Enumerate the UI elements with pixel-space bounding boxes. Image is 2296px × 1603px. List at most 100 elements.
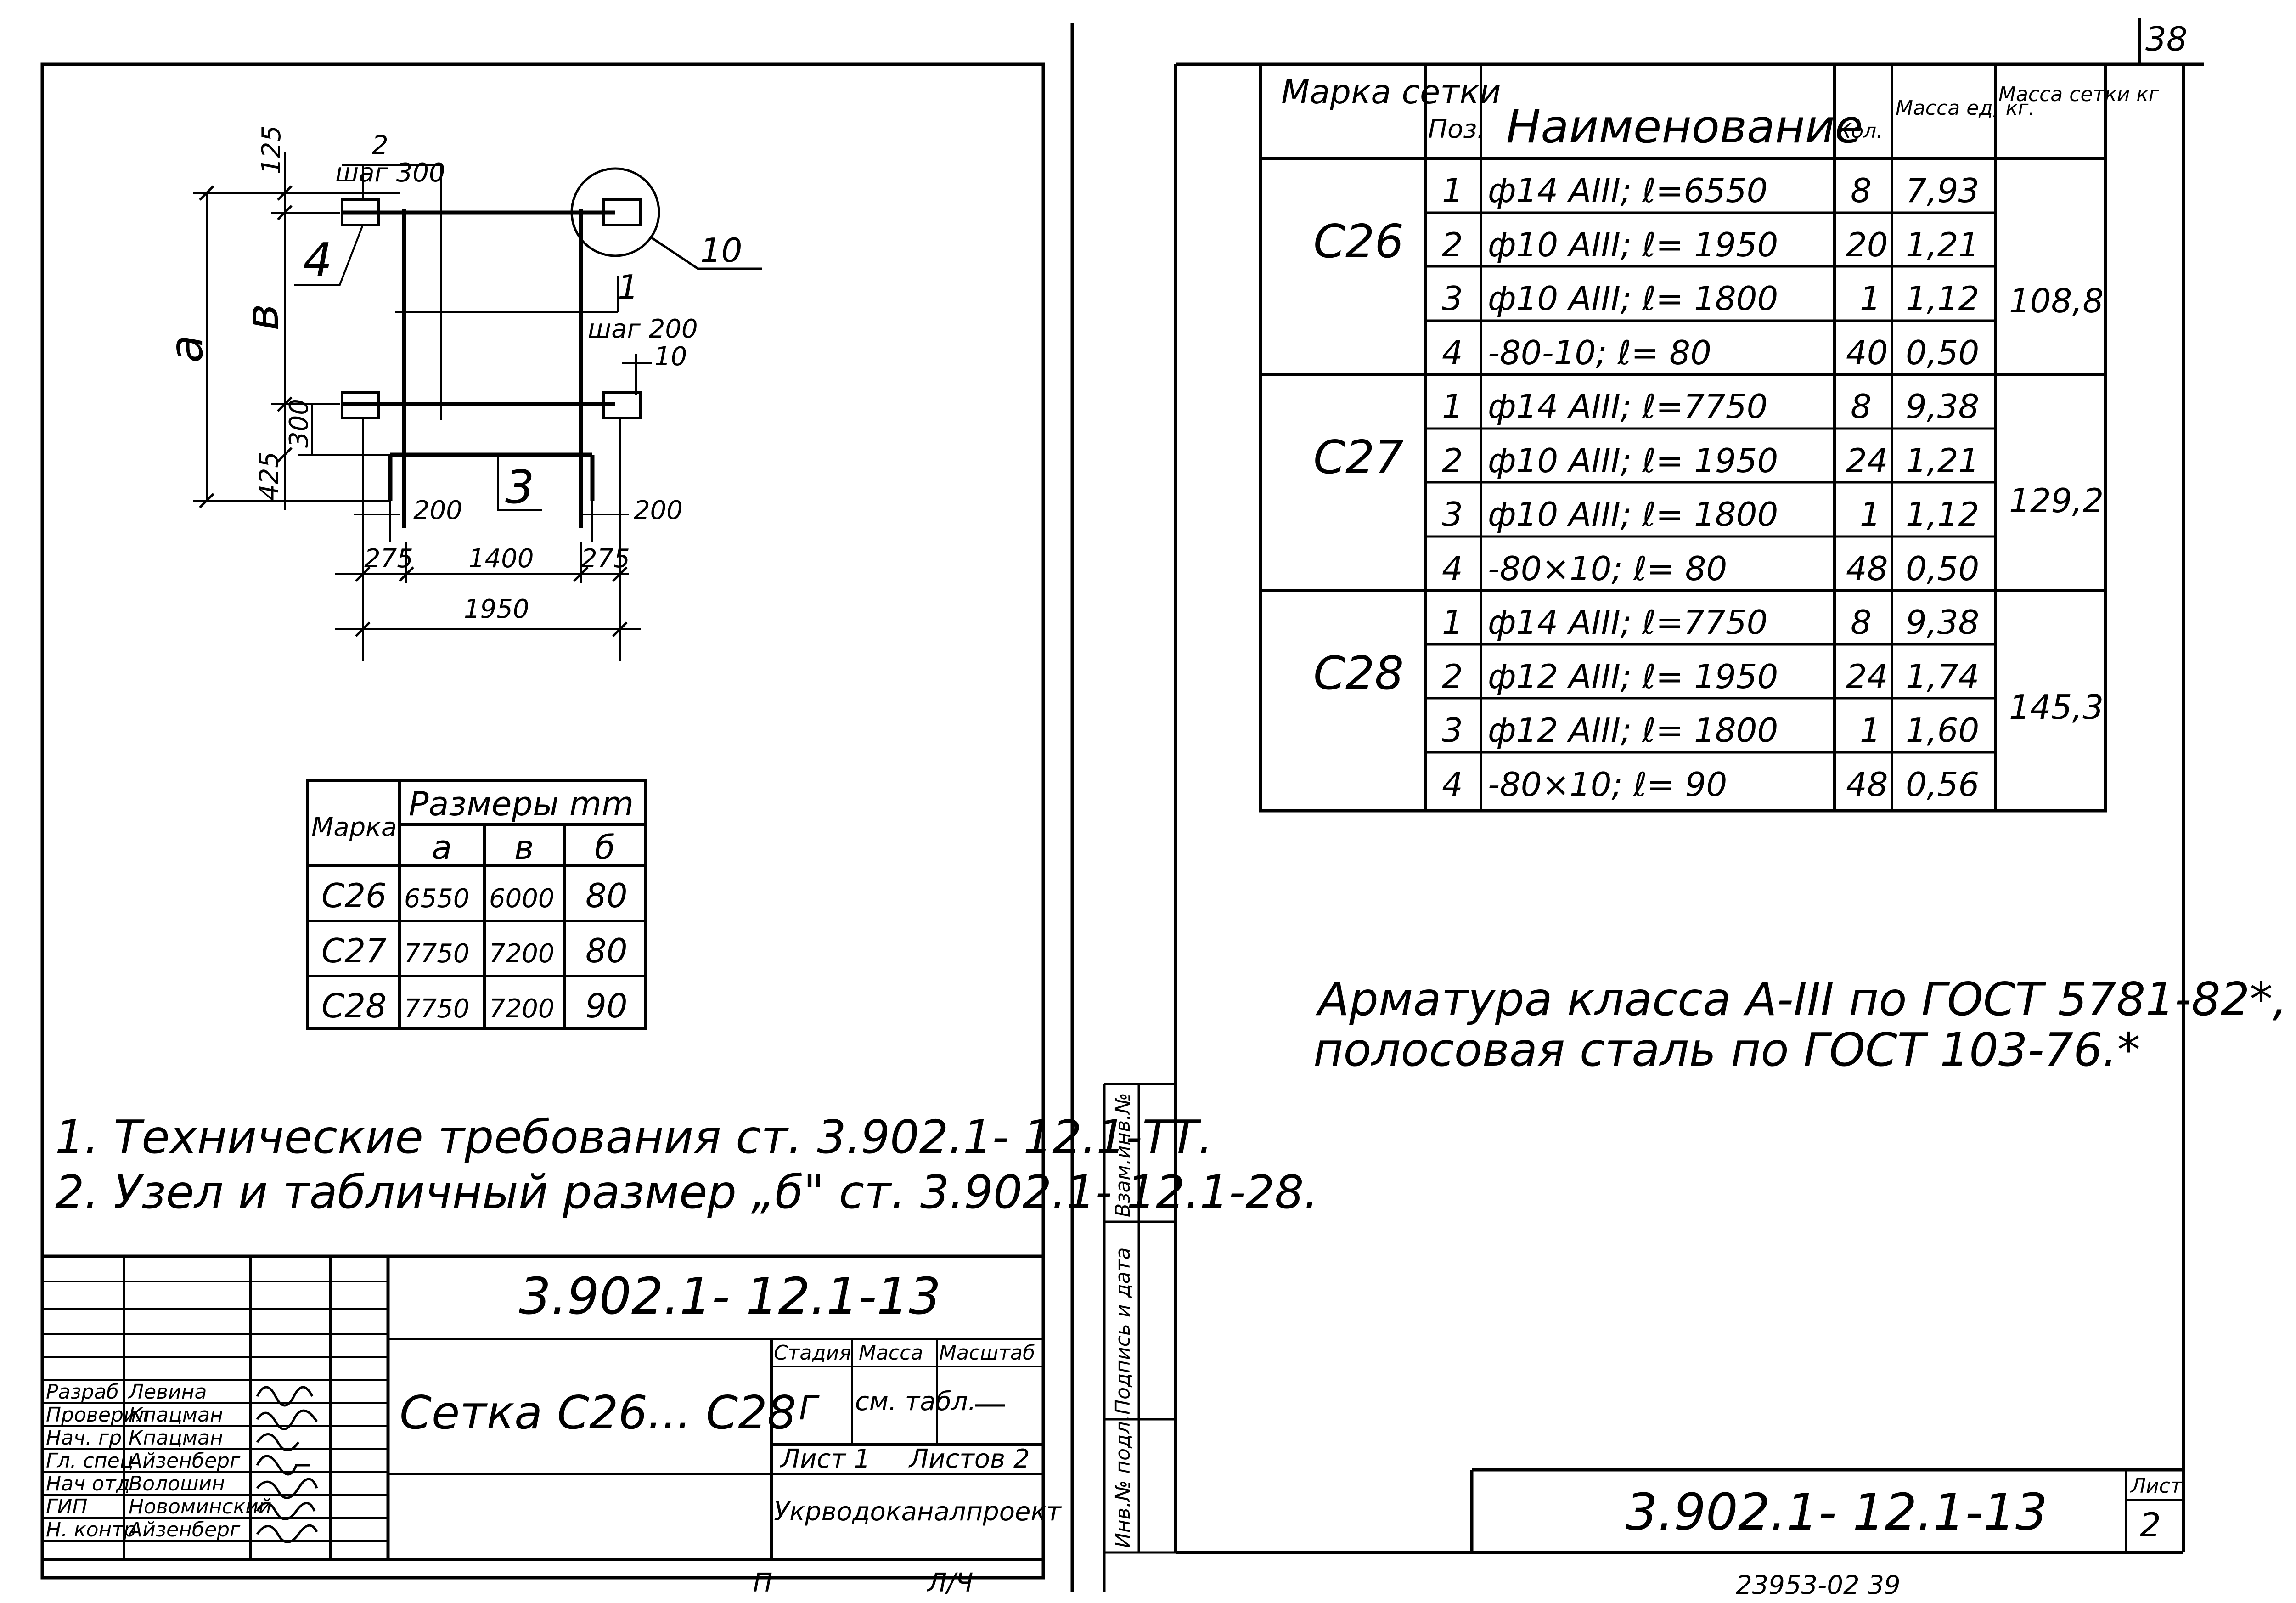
row-name: ф10 АIII; ℓ= 1950 (1488, 441, 1778, 480)
note-1: 1. Технические требования ст. 3.902.1- 1… (55, 1110, 1213, 1164)
stage-value: Г (799, 1389, 820, 1427)
dim-275-left: 275 (364, 544, 413, 574)
row-qty: 1 (1860, 711, 1881, 750)
table-row: 3 ф10 АIII; ℓ= 1800 1 1,12 (1442, 279, 1979, 318)
pos-4-label: 4 (303, 233, 332, 287)
row-pos: 1 (1442, 603, 1463, 642)
dim-200-left: 200 (413, 496, 462, 525)
group-mark: С27 (1313, 430, 1404, 484)
mass-value: см. табл. (855, 1387, 976, 1417)
row-pos: 4 (1442, 333, 1463, 372)
row-unit: 9,38 (1906, 603, 1979, 642)
organization: Укрводоканалпроект (774, 1497, 1062, 1527)
role-gip: ГИП (46, 1495, 88, 1518)
row-unit: 1,21 (1906, 441, 1979, 480)
pos-10-label: 10 (700, 231, 743, 270)
name-nach-otd: Волошин (129, 1472, 225, 1496)
name-razrab: Левина (128, 1380, 207, 1404)
row-qty: 24 (1846, 657, 1888, 696)
title-block: 3.902.1- 12.1-13 Сетка С26... С28 Стадия… (42, 1254, 1062, 1598)
size-table-sub-a: а (432, 828, 452, 867)
sheet-label: Лист 1 (780, 1444, 870, 1474)
spec-header-mesh-mass: Масса сетки кг (1998, 83, 2160, 106)
row-qty: 40 (1846, 333, 1888, 372)
name-nach-gr: Кпацман (129, 1426, 223, 1450)
row-qty: 48 (1846, 549, 1888, 588)
table-row: 3 ф12 АIII; ℓ= 1800 1 1,60 (1442, 711, 1979, 750)
table-row: 4 -80×10; ℓ= 90 48 0,56 (1442, 765, 1979, 804)
row-qty: 48 (1846, 765, 1888, 804)
spec-header-mark-text: Марка сетки (1281, 73, 1501, 111)
page-number: 38 (2145, 20, 2188, 58)
row-pos: 1 (1442, 387, 1463, 426)
table-row: 1 ф14 АIII; ℓ=6550 8 7,93 (1442, 171, 1979, 210)
dim-1950: 1950 (464, 594, 529, 624)
dim-1400: 1400 (468, 544, 534, 574)
row-pos: 3 (1442, 711, 1463, 750)
spec-header-unit-mass: Масса ед, кг. (1896, 96, 2035, 120)
table-row: 3 ф10 АIII; ℓ= 1800 1 1,12 (1442, 495, 1979, 534)
row-unit: 0,56 (1906, 765, 1979, 804)
table-row: 1 ф14 АIII; ℓ=7750 8 9,38 (1442, 387, 1979, 426)
role-nach-otd: Нач отд (46, 1472, 130, 1496)
row-pos: 3 (1442, 279, 1463, 318)
size-table-sub-d: б (595, 828, 615, 867)
size-row-a: 7750 (404, 939, 470, 969)
row-unit: 7,93 (1906, 171, 1979, 210)
dim-10: 10 (654, 342, 687, 372)
row-name: ф14 АIII; ℓ=7750 (1488, 387, 1767, 426)
size-row-a: 6550 (404, 884, 470, 914)
dim-label-a: а (159, 335, 213, 363)
group-mark: С26 (1313, 214, 1404, 268)
table-row: С27 7750 7200 80 (321, 931, 628, 970)
size-row-mark: С26 (321, 876, 387, 915)
step-200-label: шаг 200 (588, 314, 698, 344)
row-unit: 9,38 (1906, 387, 1979, 426)
material-note-line-1: Арматура класса А-III по ГОСТ 5781-82*, (1315, 972, 2287, 1026)
table-row: С28 7750 7200 90 (321, 987, 628, 1025)
row-name: ф10 АIII; ℓ= 1950 (1488, 226, 1778, 264)
row-pos: 2 (1442, 226, 1463, 264)
row-qty: 8 (1851, 171, 1872, 210)
spec-header-mark: Марка сетки (1281, 73, 1501, 111)
role-n-kontr: Н. контр (46, 1518, 136, 1541)
size-row-mark: С28 (321, 987, 387, 1025)
title-block-code: 3.902.1- 12.1-13 (519, 1267, 941, 1326)
row-pos: 2 (1442, 441, 1463, 480)
row-unit: 1,12 (1906, 495, 1979, 534)
group-mark: С28 (1313, 646, 1404, 700)
dim-300: 300 (284, 399, 314, 448)
group-mass: 145,3 (2009, 688, 2104, 727)
row-qty: 8 (1851, 603, 1872, 642)
table-row: 2 ф12 АIII; ℓ= 1950 24 1,74 (1442, 657, 1979, 696)
row-qty: 24 (1846, 441, 1888, 480)
dim-275-right: 275 (581, 544, 630, 574)
pos-3-label: 3 (505, 460, 535, 514)
row-pos: 2 (1442, 657, 1463, 696)
dim-label-b: в (235, 304, 289, 331)
table-row: 1 ф14 АIII; ℓ=7750 8 9,38 (1442, 603, 1979, 642)
pos-1-label: 1 (618, 268, 639, 306)
row-name: ф10 АIII; ℓ= 1800 (1488, 279, 1778, 318)
material-note-line-2: полосовая сталь по ГОСТ 103-76.* (1313, 1023, 2140, 1077)
right-sheet: Инв.№ подл. Подпись и дата Взам.инв.№ (1104, 62, 2287, 1600)
size-row-b: 7200 (489, 939, 555, 969)
role-nach-gr: Нач. гр (46, 1426, 122, 1450)
spec-header-name: Наименование (1506, 100, 1863, 153)
signature-roles: Разраб Левина Проверил Кпацман Нач. гр К… (46, 1380, 271, 1541)
size-row-d: 90 (585, 987, 628, 1025)
spec-header-pos: Поз. (1428, 114, 1485, 144)
drawing-labels: 125 2 шаг 300 4 10 1 шаг 200 10 а в 300 … (159, 125, 743, 624)
size-row-d: 80 (585, 931, 628, 970)
name-n-kontr: Айзенберг (127, 1518, 241, 1541)
spec-group-c27: С27 129,2 1 ф14 АIII; ℓ=7750 8 9,38 2 ф1… (1313, 387, 2104, 588)
row-unit: 0,50 (1906, 549, 1979, 588)
row-name: -80×10; ℓ= 90 (1488, 765, 1727, 804)
mass-label: Масса (859, 1341, 923, 1365)
row-pos: 4 (1442, 549, 1463, 588)
left-sheet: 125 2 шаг 300 4 10 1 шаг 200 10 а в 300 … (40, 23, 1318, 1598)
name-gip: Новоминский (129, 1495, 271, 1518)
row-name: -80-10; ℓ= 80 (1488, 333, 1711, 372)
size-row-d: 80 (585, 876, 628, 915)
